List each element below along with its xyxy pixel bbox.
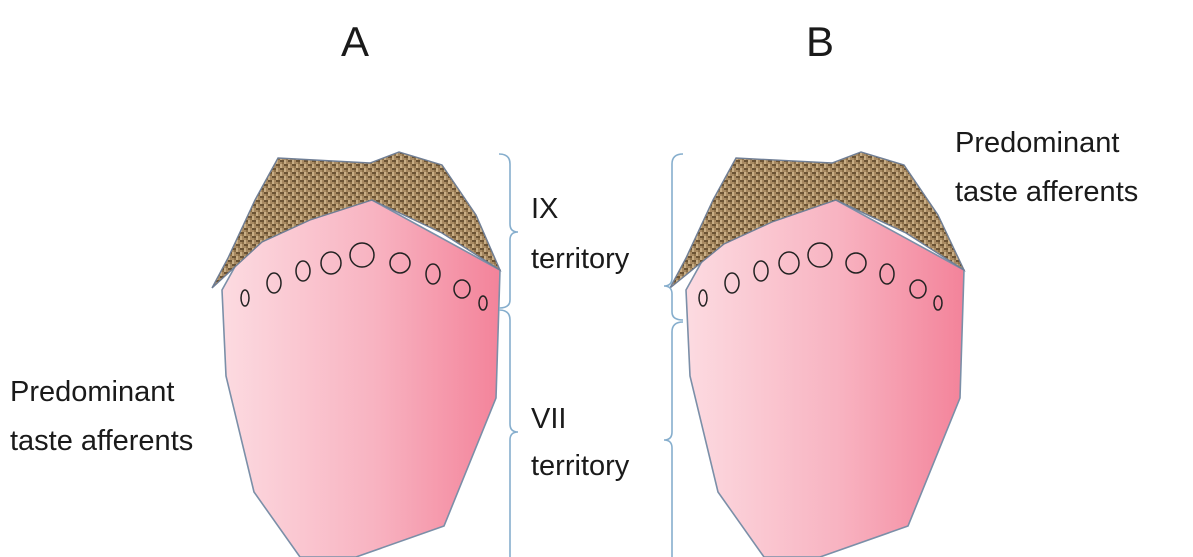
vii-territory-label-line1: VII xyxy=(531,403,566,435)
predominant-afferents-a-line2: taste afferents xyxy=(10,425,193,457)
predominant-afferents-b-line1: Predominant xyxy=(955,127,1119,159)
panel-a-letter: A xyxy=(341,18,369,65)
vii-territory-label-line2: territory xyxy=(531,450,630,482)
ix-territory-label-line2: territory xyxy=(531,243,630,275)
vii-territory-bracket-a xyxy=(499,310,518,557)
ix-territory-label-line1: IX xyxy=(531,193,558,225)
predominant-afferents-a-line1: Predominant xyxy=(10,376,174,408)
ix-territory-bracket-a xyxy=(499,154,518,308)
tongue-b-body xyxy=(686,200,964,557)
tongue-a-body xyxy=(222,200,500,557)
ix-territory-bracket-b xyxy=(664,154,683,320)
tongue-a xyxy=(212,152,500,557)
panel-b-letter: B xyxy=(806,18,834,65)
predominant-afferents-b-line2: taste afferents xyxy=(955,176,1138,208)
vii-territory-bracket-b xyxy=(664,322,683,557)
tongue-b xyxy=(670,152,964,557)
